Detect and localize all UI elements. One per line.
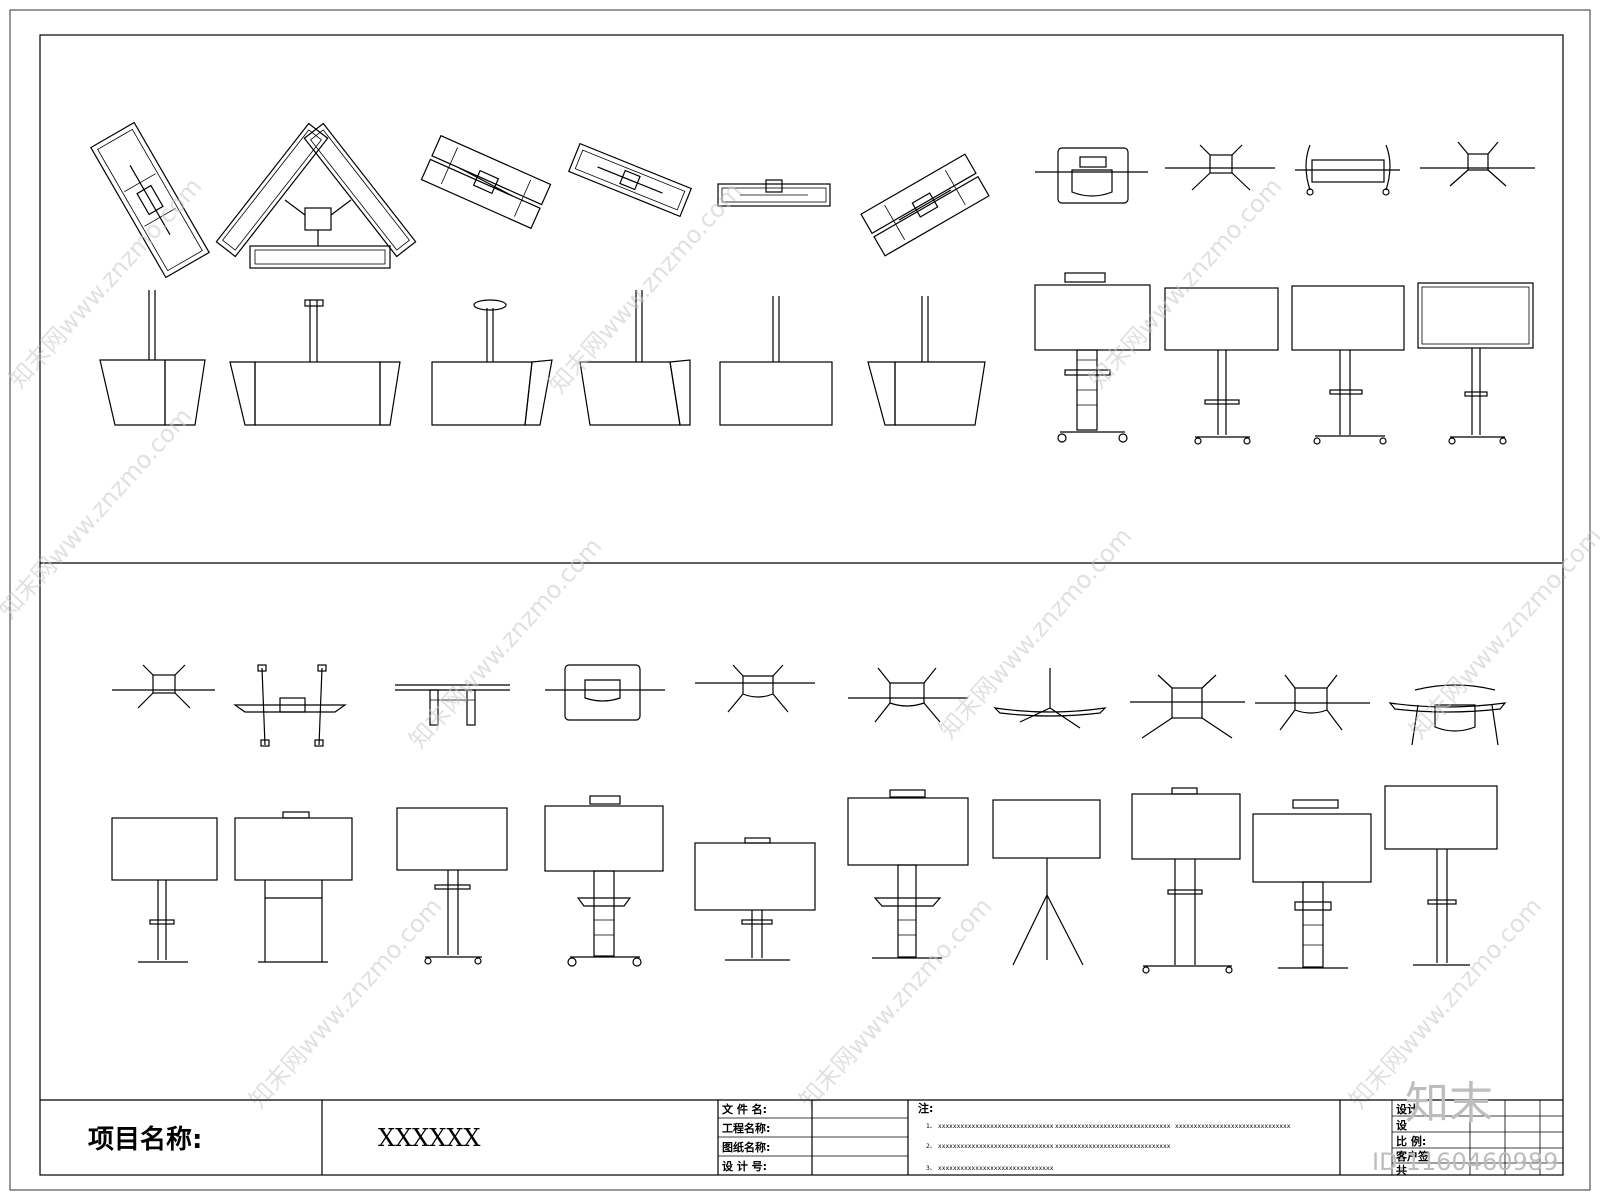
title-block: 项目名称: XXXXXX 文 件 名: 工程名称: 图纸名称: 设 计 号: 注… (40, 1099, 1563, 1177)
lower-stand-2 (234, 811, 353, 963)
lower-plan-6 (848, 667, 968, 723)
lower-stand-1 (111, 817, 218, 963)
stand-plan-1 (1035, 147, 1148, 204)
watermark-text: 知末网www.znzmo.com (4, 172, 208, 394)
watermark-text: 知末网www.znzmo.com (1404, 522, 1600, 744)
elevation-ceiling-6 (867, 296, 986, 426)
stand-elevation-4 (1417, 282, 1534, 445)
drawing-frame (39, 34, 1564, 1176)
lower-plan-1 (112, 664, 215, 709)
watermark-text: 知末网www.znzmo.com (244, 892, 448, 1114)
watermark-text: 知末网www.znzmo.com (1084, 172, 1288, 394)
project-name-value: XXXXXX (378, 1124, 481, 1152)
note-1-num: 1、 (926, 1123, 936, 1130)
lower-stand-3 (396, 807, 508, 965)
scale-label: 比 例: (1396, 1134, 1426, 1148)
lower-plan-9 (1255, 674, 1370, 731)
drawing-name-label: 图纸名称: (722, 1140, 770, 1154)
elevation-ceiling-1 (99, 290, 206, 426)
lower-plan-7 (993, 668, 1107, 729)
elevation-ceiling-2 (229, 299, 401, 426)
file-name-label: 文 件 名: (722, 1102, 767, 1116)
lower-stand-5 (694, 837, 816, 961)
lower-stand-4 (544, 795, 664, 967)
design-number-label: 设 计 号: (722, 1159, 767, 1173)
watermark-text: 知末网www.znzmo.com (404, 532, 608, 754)
stand-plan-4 (1420, 141, 1535, 187)
watermark-text: 知末网www.znzmo.com (544, 177, 748, 399)
lower-plan-4 (545, 664, 665, 721)
watermark-text: 知末网www.znzmo.com (934, 522, 1138, 744)
project-name-label: 项目名称: (88, 1124, 202, 1155)
brand-watermark-logo: 知末 (1405, 1078, 1493, 1129)
watermark-text: 知末网www.znzmo.com (0, 402, 197, 624)
plan-view-dual-crossed (860, 153, 990, 257)
project-title-label: 工程名称: (722, 1121, 770, 1135)
stand-plan-3 (1295, 144, 1400, 196)
lower-plan-2 (233, 664, 347, 747)
floor-stand-elevations-top (1034, 272, 1534, 445)
watermark-text: 知末网www.znzmo.com (794, 892, 998, 1114)
stand-elevation-2 (1164, 287, 1279, 445)
design-label: 设 (1396, 1118, 1408, 1132)
plan-view-straight (717, 179, 831, 207)
image-id-text: ID:1160460989 (1372, 1148, 1558, 1176)
lower-stand-7 (992, 799, 1101, 966)
outer-border (9, 9, 1591, 1191)
note-3-num: 3、 (926, 1165, 936, 1172)
plan-view-single-angled (567, 142, 693, 218)
note-2-num: 2、 (926, 1143, 936, 1150)
floor-stand-plan-views-bottom (112, 664, 1507, 747)
stand-plan-2 (1165, 144, 1275, 191)
plan-view-dual-tilted (420, 134, 552, 230)
lower-plan-3 (395, 684, 510, 726)
note-3-segment-a: xxxxxxxxxxxxxxxxxxxxxxxxxxxxxxx (938, 1165, 1054, 1172)
lower-plan-10 (1388, 684, 1507, 746)
ceiling-mount-elevations (99, 290, 986, 426)
note-1-segment-b: xxxxxxxxxxxxxxxxxxxxxxxxxxxxxxx (1055, 1123, 1171, 1130)
lower-stand-9 (1252, 799, 1372, 969)
watermark-layer: 知末网www.znzmo.com 知末网www.znzmo.com 知末网www… (0, 172, 1600, 1114)
stand-elevation-3 (1291, 285, 1405, 445)
elevation-ceiling-5 (719, 296, 833, 426)
floor-stand-elevations-bottom (111, 785, 1498, 974)
lower-plan-8 (1130, 674, 1245, 739)
stand-elevation-1 (1034, 272, 1151, 443)
ceiling-mount-plan-views (90, 121, 990, 279)
note-1-segment-c: xxxxxxxxxxxxxxxxxxxxxxxxxxxxxxx (1175, 1123, 1291, 1130)
elevation-ceiling-4 (579, 290, 691, 426)
elevation-ceiling-3 (431, 299, 553, 426)
lower-plan-5 (695, 664, 815, 713)
notes-label: 注: (918, 1101, 933, 1115)
floor-stand-plan-views-top (1035, 141, 1535, 204)
note-2-segment-a: xxxxxxxxxxxxxxxxxxxxxxxxxxxxxxx (938, 1143, 1054, 1150)
note-2-segment-b: xxxxxxxxxxxxxxxxxxxxxxxxxxxxxxx (1055, 1143, 1171, 1150)
plan-view-single-tilted (90, 121, 210, 279)
note-1-segment-a: xxxxxxxxxxxxxxxxxxxxxxxxxxxxxxx (938, 1123, 1054, 1130)
total-sheets-label: 共 (1396, 1163, 1407, 1177)
designer-label: 设计 (1396, 1102, 1418, 1116)
lower-stand-10 (1384, 785, 1498, 966)
lower-stand-8 (1131, 787, 1241, 974)
lower-stand-6 (847, 789, 969, 959)
client-signature-label: 客户签 (1395, 1149, 1430, 1163)
plan-view-triple-triangle (215, 122, 417, 269)
